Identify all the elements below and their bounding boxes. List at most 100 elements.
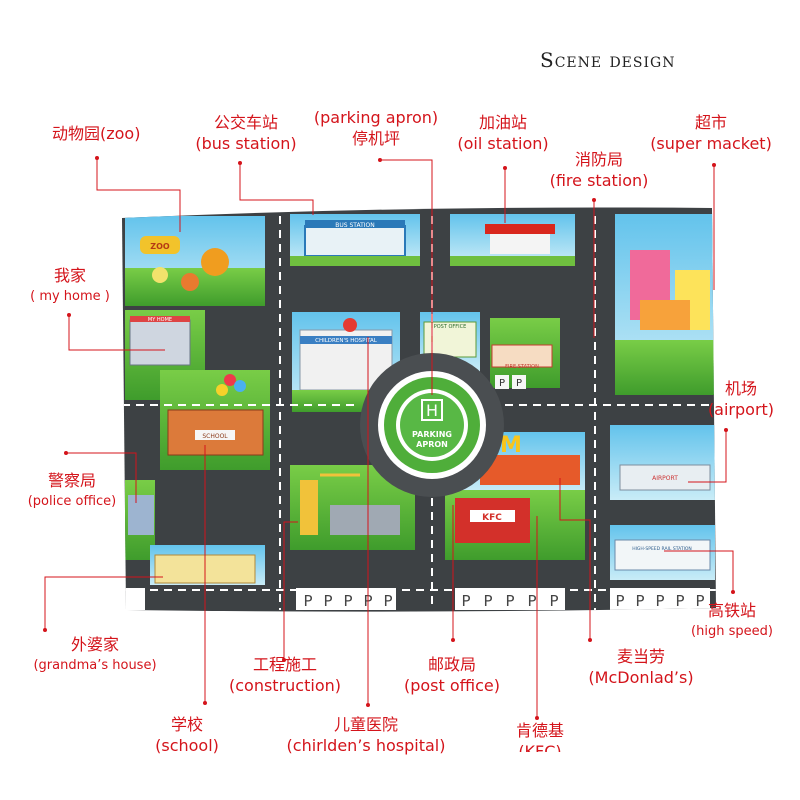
label-kfc-cn: 肯德基: [515, 721, 564, 740]
label-police-office-cn: 警察局: [47, 471, 96, 490]
label-high-speed: 高铁站 (high speed): [686, 600, 778, 642]
svg-text:P: P: [615, 592, 624, 610]
parking-row-right: P P P P P: [610, 588, 710, 610]
svg-text:BUS STATION: BUS STATION: [335, 222, 375, 229]
label-airport-cn: 机场: [724, 379, 757, 398]
label-high-speed-cn: 高铁站: [707, 601, 756, 620]
parking-row-left: P P P P P: [296, 588, 396, 610]
bus-leader: [239, 163, 314, 215]
label-high-speed-en: (high speed): [691, 624, 773, 639]
label-zoo: 动物园(zoo): [52, 123, 140, 144]
label-airport: 机场 (airport): [700, 378, 782, 420]
label-mcdonalds-cn: 麦当劳: [616, 647, 665, 666]
parking-row-middle: P P P P P: [455, 588, 565, 610]
grandma-leader: [44, 576, 163, 630]
svg-text:CHILDREN'S HOSPITAL: CHILDREN'S HOSPITAL: [315, 338, 378, 344]
svg-text:P: P: [483, 592, 492, 610]
svg-text:P: P: [343, 592, 352, 610]
label-mcdonalds-en: (McDonlad’s): [588, 668, 694, 687]
label-school-cn: 学校: [170, 715, 203, 734]
svg-text:P: P: [383, 592, 392, 610]
school-lot: SCHOOL: [160, 370, 270, 470]
oil-station-lot: [450, 214, 575, 266]
label-childrens-hospital: 儿童医院 (chirlden’s hospital): [268, 714, 464, 756]
svg-text:MY HOME: MY HOME: [148, 317, 172, 323]
label-my-home-cn: 我家: [53, 266, 86, 285]
label-oil-station: 加油站 (oil station): [452, 112, 554, 154]
rail-leader: [664, 550, 734, 592]
label-supermarket-en: (super macket): [650, 134, 772, 153]
leader-dots: [43, 156, 735, 720]
label-kfc: 肯德基 (KFC): [506, 720, 574, 752]
label-bus-station: 公交车站 (bus station): [190, 112, 302, 154]
label-post-office: 邮政局 (post office): [396, 654, 508, 696]
svg-text:P: P: [549, 592, 558, 610]
label-my-home-en: ( my home ): [30, 289, 110, 304]
label-oil-station-cn: 加油站: [478, 113, 527, 132]
svg-text:ZOO: ZOO: [150, 242, 170, 251]
label-police-office-en: (police office): [27, 494, 117, 509]
label-post-office-cn: 邮政局: [427, 655, 476, 674]
label-fire-station-cn: 消防局: [574, 150, 623, 169]
label-construction-cn: 工程施工: [252, 655, 317, 674]
home-leader: [68, 315, 165, 351]
svg-text:P: P: [635, 592, 644, 610]
label-zoo-text: 动物园(zoo): [52, 124, 141, 143]
label-bus-station-en: (bus station): [195, 134, 297, 153]
svg-text:HIGH-SPEED RAIL STATION: HIGH-SPEED RAIL STATION: [632, 546, 692, 552]
label-oil-station-en: (oil station): [457, 134, 549, 153]
apron-leader: [380, 159, 433, 395]
high-speed-rail-lot: HIGH-SPEED RAIL STATION: [610, 525, 715, 580]
svg-text:SCHOOL: SCHOOL: [202, 433, 228, 440]
label-supermarket: 超市 (super macket): [644, 112, 778, 154]
svg-text:H: H: [426, 401, 438, 420]
label-fire-station: 消防局 (fire station): [544, 149, 654, 191]
construction-lot: [290, 465, 415, 550]
label-airport-en: (airport): [707, 400, 775, 419]
svg-text:P: P: [655, 592, 664, 610]
label-mcdonalds: 麦当劳 (McDonlad’s): [574, 646, 708, 688]
zoo-leader: [96, 158, 181, 232]
svg-text:APRON: APRON: [416, 440, 448, 449]
svg-text:P: P: [461, 592, 470, 610]
svg-text:P: P: [303, 592, 312, 610]
construction-leader: [283, 521, 298, 660]
svg-text:KFC: KFC: [482, 513, 502, 523]
svg-text:FIRE STATION: FIRE STATION: [505, 364, 539, 370]
label-post-office-en: (post office): [403, 676, 501, 695]
label-school: 学校 (school): [142, 714, 232, 756]
fire-station-lot: FIRE STATION P P: [490, 318, 560, 389]
svg-text:PARKING: PARKING: [412, 430, 452, 439]
label-kfc-en: (KFC): [518, 742, 562, 752]
label-parking-apron-en: (parking apron): [313, 108, 439, 127]
label-construction-en: (construction): [229, 676, 341, 695]
svg-text:P: P: [323, 592, 332, 610]
label-supermarket-cn: 超市: [694, 113, 727, 132]
label-childrens-hospital-en: (chirlden’s hospital): [286, 736, 446, 755]
label-grandma-house-en: (grandma’s house): [33, 658, 157, 673]
airport-lot: AIRPORT: [610, 425, 715, 500]
roundabout: H PARKING APRON: [360, 353, 504, 497]
leader-lines: [44, 158, 734, 718]
svg-text:P: P: [675, 592, 684, 610]
hospital-lot: CHILDREN'S HOSPITAL: [292, 312, 400, 412]
supermarket-lot: [615, 214, 715, 395]
svg-text:P: P: [505, 592, 514, 610]
police-leader: [66, 452, 137, 503]
mcd-leader: [559, 478, 591, 640]
play-mat: ZOO BUS STATION: [122, 207, 716, 612]
svg-text:P: P: [695, 592, 704, 610]
label-police-office: 警察局 (police office): [20, 470, 124, 512]
label-parking-apron-cn: 停机坪: [351, 129, 400, 148]
label-construction: 工程施工 (construction): [222, 654, 348, 696]
parking-row-grandma: [125, 588, 145, 610]
label-grandma-house: 外婆家 (grandma’s house): [26, 634, 164, 676]
svg-text:P: P: [527, 592, 536, 610]
grandma-lot: [150, 545, 265, 585]
svg-text:P: P: [516, 378, 522, 389]
svg-text:POST OFFICE: POST OFFICE: [434, 324, 467, 330]
label-bus-station-cn: 公交车站: [213, 113, 278, 132]
svg-text:M: M: [500, 433, 522, 458]
kfc-lot: KFC: [445, 490, 585, 560]
